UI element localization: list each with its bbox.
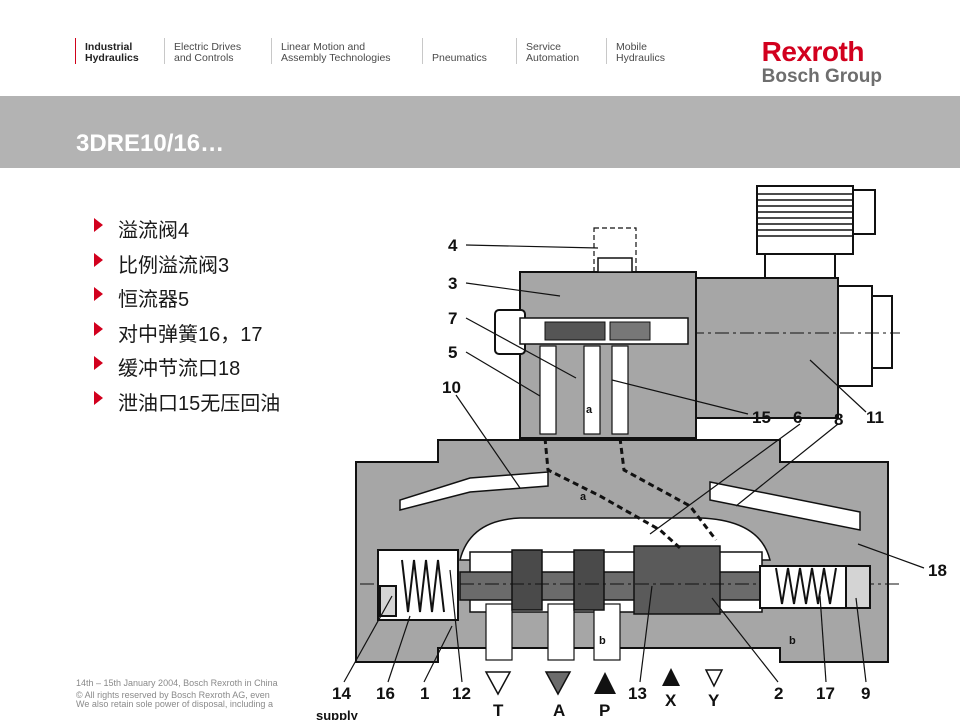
- bullet-arrow-icon: [94, 356, 103, 370]
- nav-separator: [516, 38, 517, 64]
- bullet-list: 溢流阀4 比例溢流阀3 恒流器5 对中弹簧16，17 缓冲节流口18 泄油口15…: [92, 214, 280, 421]
- top-navigation: Industrial Hydraulics Electric Drives an…: [0, 0, 960, 96]
- callout-11: 11: [866, 408, 884, 427]
- nav-item-line2: Assembly Technologies: [281, 52, 391, 64]
- nav-item-line2: Automation: [526, 52, 580, 64]
- bullet-item: 对中弹簧16，17: [92, 318, 280, 353]
- nav-item-line1: Service: [526, 41, 562, 53]
- pilot-valve-block: [494, 227, 697, 439]
- flow-label-a-lower: a: [580, 491, 587, 503]
- nav-separator: [422, 38, 423, 64]
- nav-item-service-automation[interactable]: Service Automation: [526, 42, 579, 64]
- bullet-item: 比例溢流阀3: [92, 249, 280, 284]
- callout-12: 12: [452, 684, 471, 703]
- solenoid-body: [690, 277, 900, 419]
- title-band: [0, 96, 960, 168]
- nav-item-pneumatics[interactable]: Pneumatics: [432, 53, 487, 64]
- bullet-arrow-icon: [94, 321, 103, 336]
- port-labels: T A P X Y: [493, 691, 720, 720]
- nav-item-mobile-hydraulics[interactable]: Mobile Hydraulics: [616, 42, 665, 64]
- callout-leaders: [343, 244, 925, 683]
- bullet-item: 恒流器5: [92, 283, 280, 318]
- callout-10: 10: [442, 378, 461, 397]
- nav-separator: [271, 38, 272, 64]
- callout-9: 9: [861, 684, 870, 703]
- port-label-a: A: [553, 701, 565, 720]
- main-spool: [360, 545, 900, 615]
- nav-item-line1: Linear Motion and: [281, 41, 366, 53]
- nav-item-line2: Hydraulics: [85, 52, 139, 64]
- callout-5: 5: [448, 343, 457, 362]
- bullet-arrow-icon: [94, 252, 103, 267]
- nav-item-industrial-hydraulics[interactable]: Industrial Hydraulics: [85, 42, 139, 64]
- callout-4: 4: [448, 236, 458, 255]
- nav-separator: [164, 38, 165, 64]
- callout-13: 13: [628, 684, 647, 703]
- rexroth-logo: Rexroth Bosch Group: [761, 36, 882, 88]
- nav-item-line2: and Controls: [174, 52, 234, 64]
- supply-label: supply: [316, 708, 359, 720]
- port-label-y: Y: [708, 691, 720, 710]
- bullet-text: 恒流器5: [118, 289, 190, 311]
- bullet-text: 对中弹簧16，17: [118, 323, 263, 346]
- footer-line1: 14th – 15th January 2004, Bosch Rexroth …: [76, 678, 278, 688]
- nav-item-line1: Electric Drives: [174, 41, 242, 53]
- bullet-text: 泄油口15无压回油: [118, 392, 281, 415]
- callout-18: 18: [928, 561, 947, 580]
- footer-line2: © All rights reserved by Bosch Rexroth A…: [76, 690, 270, 700]
- bullet-item: 溢流阀4: [92, 214, 280, 249]
- solenoid-plug: [756, 185, 876, 281]
- port-label-p: P: [599, 701, 610, 720]
- callout-15: 15: [752, 408, 771, 427]
- callout-2: 2: [774, 684, 783, 703]
- slide-title: 3DRE10/16…: [76, 130, 225, 157]
- left-spring: [377, 549, 459, 621]
- bullet-text: 溢流阀4: [118, 220, 190, 242]
- nav-item-line2: Hydraulics: [616, 52, 666, 64]
- callout-1: 1: [420, 684, 429, 703]
- port-markers: [484, 668, 724, 696]
- flow-label-b-right: b: [789, 635, 796, 647]
- port-label-x: X: [665, 691, 677, 710]
- flow-labels: a a b b: [580, 404, 796, 647]
- callout-7: 7: [448, 309, 457, 328]
- nav-separator: [75, 38, 76, 64]
- bullet-item: 缓冲节流口18: [92, 352, 280, 387]
- nav-item-linear-motion[interactable]: Linear Motion and Assembly Technologies: [281, 42, 391, 64]
- bullet-arrow-icon: [94, 218, 103, 232]
- callout-6: 6: [793, 408, 802, 427]
- pilot-channel: [543, 437, 718, 550]
- nav-separator: [606, 38, 607, 64]
- callout-labels: 4 3 7 5 10 15 6 8 11 18 14 16 1 12 13 2 …: [332, 236, 947, 703]
- logo-brand: Rexroth: [761, 36, 865, 67]
- callout-16: 16: [376, 684, 395, 703]
- callout-8: 8: [834, 410, 843, 429]
- bullet-arrow-icon: [94, 390, 103, 405]
- bullet-item: 泄油口15无压回油: [92, 387, 280, 422]
- bullet-text: 缓冲节流口18: [118, 358, 241, 380]
- callout-14: 14: [332, 684, 351, 703]
- nav-item-electric-drives[interactable]: Electric Drives and Controls: [174, 42, 241, 64]
- nav-item-line1: Industrial: [85, 41, 133, 53]
- right-spring: [759, 565, 871, 609]
- logo-group: Bosch Group: [761, 66, 882, 87]
- flow-label-a-upper: a: [586, 404, 593, 416]
- nav-item-line1: Pneumatics: [432, 52, 487, 64]
- callout-17: 17: [816, 684, 835, 703]
- footer-line3: We also retain sole power of disposal, i…: [76, 699, 273, 709]
- flow-label-b-left: b: [599, 635, 606, 647]
- port-label-t: T: [493, 701, 504, 720]
- bullet-arrow-icon: [94, 287, 103, 301]
- nav-item-line1: Mobile: [616, 41, 647, 53]
- callout-3: 3: [448, 274, 457, 293]
- bullet-text: 比例溢流阀3: [118, 254, 230, 277]
